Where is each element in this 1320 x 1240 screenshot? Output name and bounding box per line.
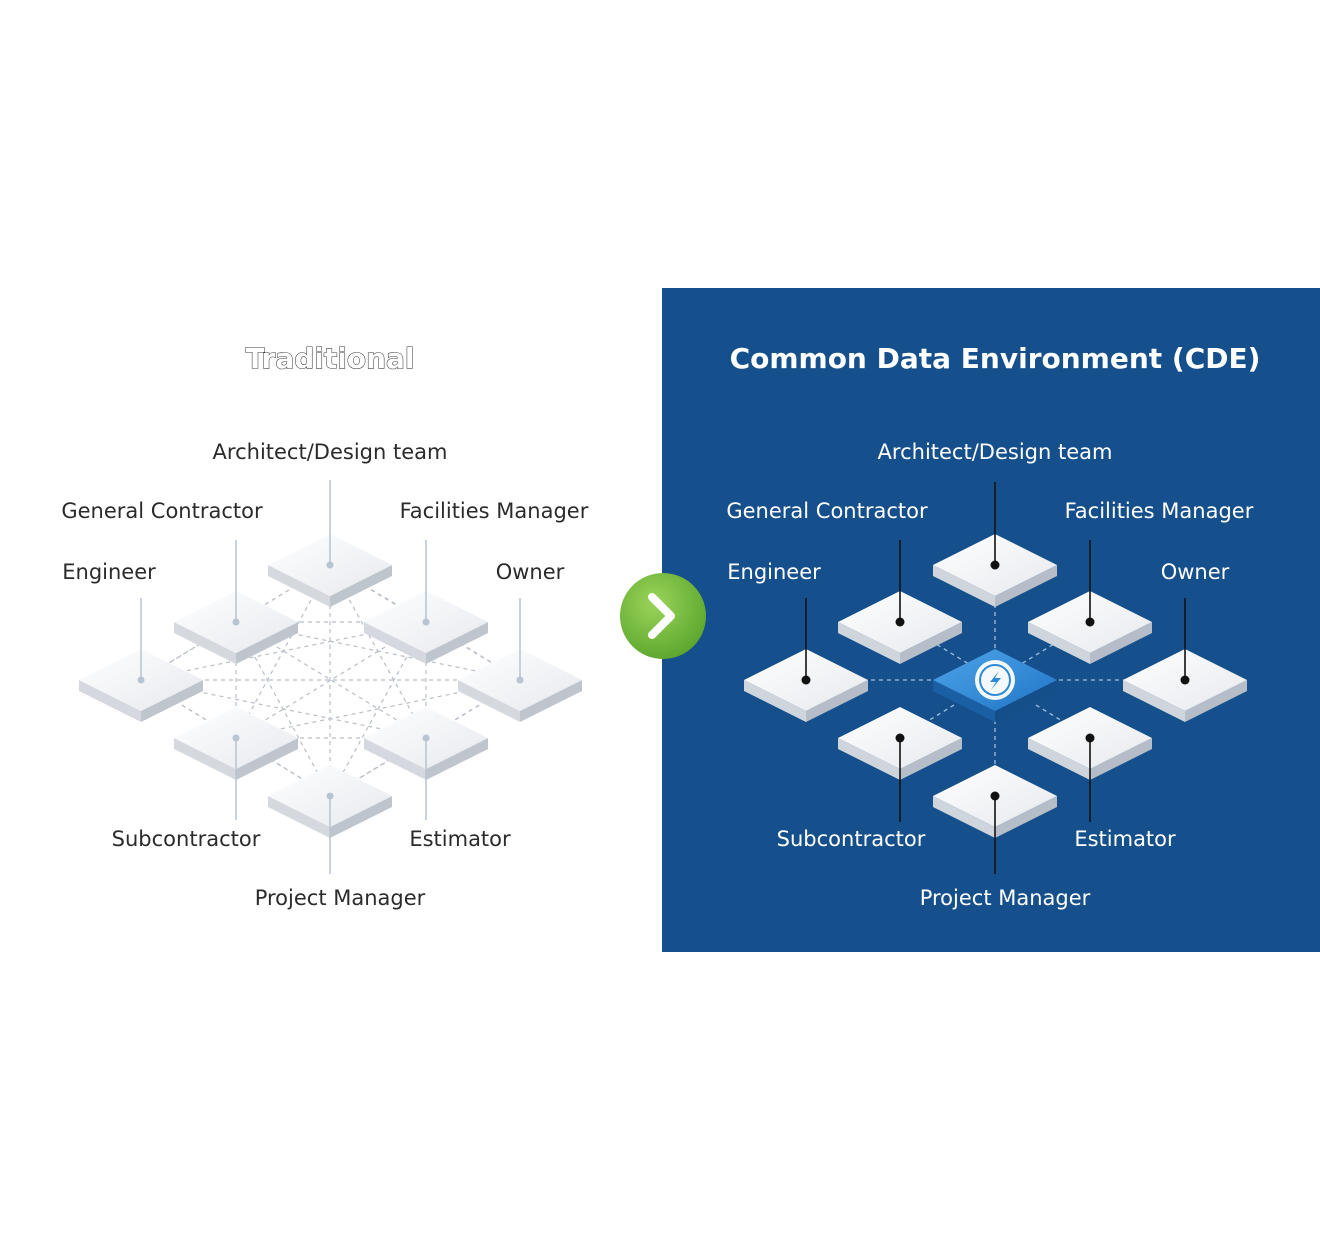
anchor-dot [990, 791, 1000, 801]
cloud-hub-icon [933, 649, 1057, 722]
chevron-right-icon [620, 573, 706, 659]
trad-label-subcontractor: Subcontractor [112, 827, 261, 851]
trad-label-estimator: Estimator [409, 827, 511, 851]
cde-panel-background [662, 288, 1320, 952]
trad-label-general-contractor: General Contractor [61, 499, 263, 523]
mesh-link [235, 621, 427, 739]
cde-label-subcontractor: Subcontractor [777, 827, 926, 851]
anchor-dot [422, 734, 430, 742]
cde-label-estimator: Estimator [1074, 827, 1176, 851]
cde-label-architect: Architect/Design team [878, 440, 1113, 464]
anchor-dot [516, 676, 524, 684]
trad-label-engineer: Engineer [62, 560, 156, 584]
cde-title: Common Data Environment (CDE) [730, 342, 1261, 375]
anchor-dot [422, 618, 430, 626]
traditional-panel: Traditional Architect/Design team Genera… [61, 341, 589, 910]
anchor-dot [1085, 733, 1095, 743]
trad-label-owner: Owner [496, 560, 565, 584]
cde-leader-lines [801, 482, 1190, 874]
trad-label-project-manager: Project Manager [255, 886, 426, 910]
trad-label-facilities-manager: Facilities Manager [400, 499, 589, 523]
trad-tile-owner [458, 649, 582, 722]
anchor-dot [232, 734, 240, 742]
traditional-leader-lines [137, 480, 524, 874]
anchor-dot [232, 618, 240, 626]
anchor-dot [801, 675, 811, 685]
cde-tiles [744, 534, 1247, 838]
anchor-dot [990, 560, 1000, 570]
mesh-link [235, 621, 427, 739]
trad-label-architect: Architect/Design team [213, 440, 448, 464]
anchor-dot [1085, 617, 1095, 627]
cde-label-project-manager: Project Manager [920, 886, 1091, 910]
anchor-dot [137, 676, 145, 684]
anchor-dot [895, 733, 905, 743]
cde-label-facilities-manager: Facilities Manager [1065, 499, 1254, 523]
anchor-dot [326, 792, 334, 800]
cde-label-engineer: Engineer [727, 560, 821, 584]
anchor-dot [326, 561, 334, 569]
cde-label-owner: Owner [1161, 560, 1230, 584]
cde-panel: Common Data Environment (CDE) Architect/… [726, 342, 1260, 910]
anchor-dot [1180, 675, 1190, 685]
cde-label-general-contractor: General Contractor [726, 499, 928, 523]
anchor-dot [895, 617, 905, 627]
traditional-title: Traditional [245, 342, 414, 375]
